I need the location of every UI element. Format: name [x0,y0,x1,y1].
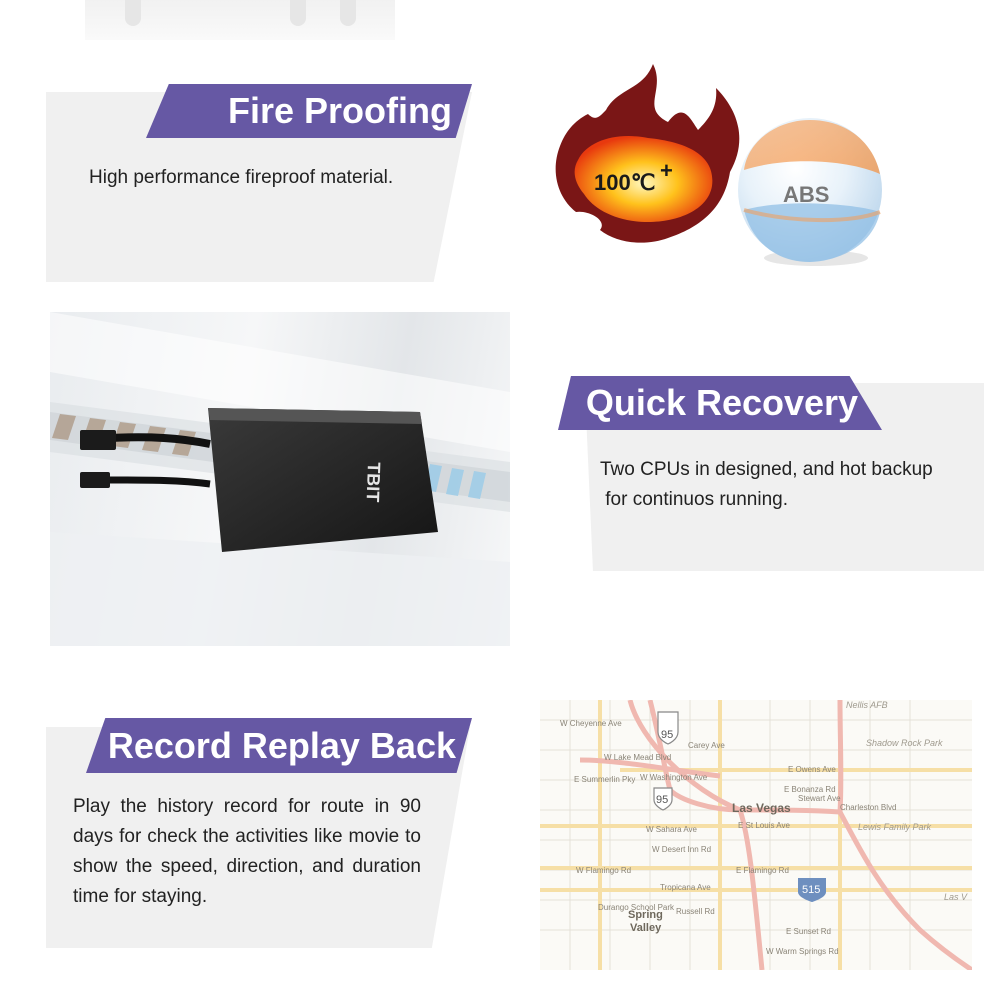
svg-text:E Summerlin Pky: E Summerlin Pky [574,775,635,784]
product-leg [290,0,306,26]
connector-icon [80,472,110,488]
svg-text:515: 515 [802,884,820,896]
quick-recovery-title: Quick Recovery [558,376,882,430]
las-vegas-map: 95 95 515 W Cheyenne Ave W Lake Mead Blv… [540,700,972,970]
quick-recovery-line-2: for continuos running. [600,489,789,510]
svg-text:Shadow Rock Park: Shadow Rock Park [866,738,943,748]
quick-recovery-description: Two CPUs in designed, and hot backup for… [600,455,980,515]
svg-text:E Flamingo Rd: E Flamingo Rd [736,866,789,875]
top-product-image-fragment [85,0,395,40]
route-95-shield-icon: 95 [653,787,673,811]
record-replay-description: Play the history record for route in 90 … [73,796,421,907]
route-map-image: 95 95 515 W Cheyenne Ave W Lake Mead Blv… [540,700,972,970]
las-vegas-label: Las Vegas [732,801,791,815]
svg-text:W Sahara Ave: W Sahara Ave [646,825,698,834]
record-replay-title: Record Replay Back [86,718,472,773]
svg-text:Stewart Ave: Stewart Ave [798,794,841,803]
svg-text:W Cheyenne Ave: W Cheyenne Ave [560,719,622,728]
svg-text:W Warm Springs Rd: W Warm Springs Rd [766,947,839,956]
svg-text:Valley: Valley [630,922,662,934]
svg-text:95: 95 [661,729,673,741]
abs-label: ABS [783,182,829,207]
svg-text:W Lake Mead Blvd: W Lake Mead Blvd [604,753,671,762]
gps-tracker-device [208,408,438,552]
svg-text:Carey Ave: Carey Ave [688,741,725,750]
svg-text:Charleston Blvd: Charleston Blvd [840,803,896,812]
flame-inner-icon [574,136,713,222]
svg-text:W Desert Inn Rd: W Desert Inn Rd [652,845,711,854]
svg-text:Durango School Park: Durango School Park [598,903,675,912]
svg-text:Spring: Spring [628,909,663,921]
product-leg [340,0,356,26]
temperature-plus: + [660,158,673,183]
device-scene-graphic: TBIT [50,312,510,646]
svg-text:E Owens Ave: E Owens Ave [788,765,836,774]
route-515-shield-icon: 515 [798,878,826,902]
svg-text:Tropicana Ave: Tropicana Ave [660,883,711,892]
svg-text:W Washington Ave: W Washington Ave [640,773,708,782]
svg-text:Las V: Las V [944,892,968,902]
svg-text:95: 95 [656,794,668,806]
svg-text:Russell Rd: Russell Rd [676,907,715,916]
fire-abs-graphic: 100℃ + ABS [555,64,882,266]
svg-text:Nellis AFB: Nellis AFB [846,700,888,710]
svg-text:W Flamingo Rd: W Flamingo Rd [576,866,631,875]
svg-text:E Sunset Rd: E Sunset Rd [786,927,831,936]
svg-text:E St Louis Ave: E St Louis Ave [738,821,790,830]
fire-abs-illustration: 100℃ + ABS [548,60,888,280]
route-95-shield-icon: 95 [657,711,679,745]
temperature-label: 100℃ [594,170,655,195]
gps-device-photo: TBIT [50,312,510,646]
connector-icon [80,430,116,450]
device-brand-label: TBIT [363,462,384,503]
svg-text:E Bonanza Rd: E Bonanza Rd [784,785,836,794]
fire-proofing-description: High performance fireproof material. [89,167,394,188]
svg-text:Lewis Family Park: Lewis Family Park [858,822,932,832]
quick-recovery-line-1: Two CPUs in designed, and hot backup [600,459,933,480]
product-leg [125,0,141,26]
fire-proofing-title: Fire Proofing [146,84,472,138]
